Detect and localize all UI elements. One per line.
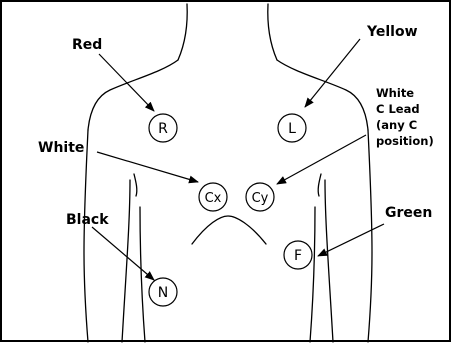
left-chest-fold — [134, 174, 137, 196]
label-white-c-lead-line-3: (any C — [376, 118, 417, 132]
rib-arch — [192, 216, 266, 244]
electrode-n-label: N — [158, 285, 168, 301]
label-black: Black — [66, 212, 109, 228]
torso-outline — [84, 4, 372, 342]
electrode-r: R — [149, 114, 177, 142]
right-arm-inner — [325, 180, 333, 342]
electrode-cy: Cy — [246, 183, 274, 211]
electrode-f: F — [284, 241, 312, 269]
neck-right — [268, 4, 277, 60]
label-white-c-lead: White C Lead (any C position) — [376, 86, 434, 148]
arrow-black — [92, 227, 154, 280]
right-arm-outer — [368, 130, 372, 342]
neck-left — [178, 4, 187, 60]
electrode-l-label: L — [288, 121, 296, 137]
arrows — [92, 39, 384, 280]
arrow-yellow — [305, 39, 360, 107]
label-white-c-lead-line-1: White — [376, 86, 414, 100]
right-torso-side — [310, 207, 315, 342]
electrode-cx: Cx — [199, 183, 227, 211]
left-torso-side — [140, 207, 145, 342]
arrow-white — [97, 152, 198, 182]
electrode-l: L — [278, 114, 306, 142]
label-white-c-lead-line-2: C Lead — [376, 102, 420, 116]
right-chest-fold — [318, 174, 321, 196]
electrode-cx-label: Cx — [205, 191, 222, 206]
arrow-green — [318, 224, 384, 256]
electrode-cy-label: Cy — [252, 191, 269, 206]
label-yellow: Yellow — [366, 24, 418, 40]
left-arm-inner — [122, 180, 130, 342]
label-white: White — [38, 140, 84, 156]
electrode-r-label: R — [158, 121, 168, 137]
arrow-red — [99, 54, 154, 111]
label-red: Red — [72, 37, 102, 53]
label-white-c-lead-line-4: position) — [376, 134, 434, 148]
electrode-n: N — [149, 278, 177, 306]
left-arm-outer — [84, 130, 88, 342]
electrode-f-label: F — [294, 248, 302, 264]
label-green: Green — [385, 205, 432, 221]
